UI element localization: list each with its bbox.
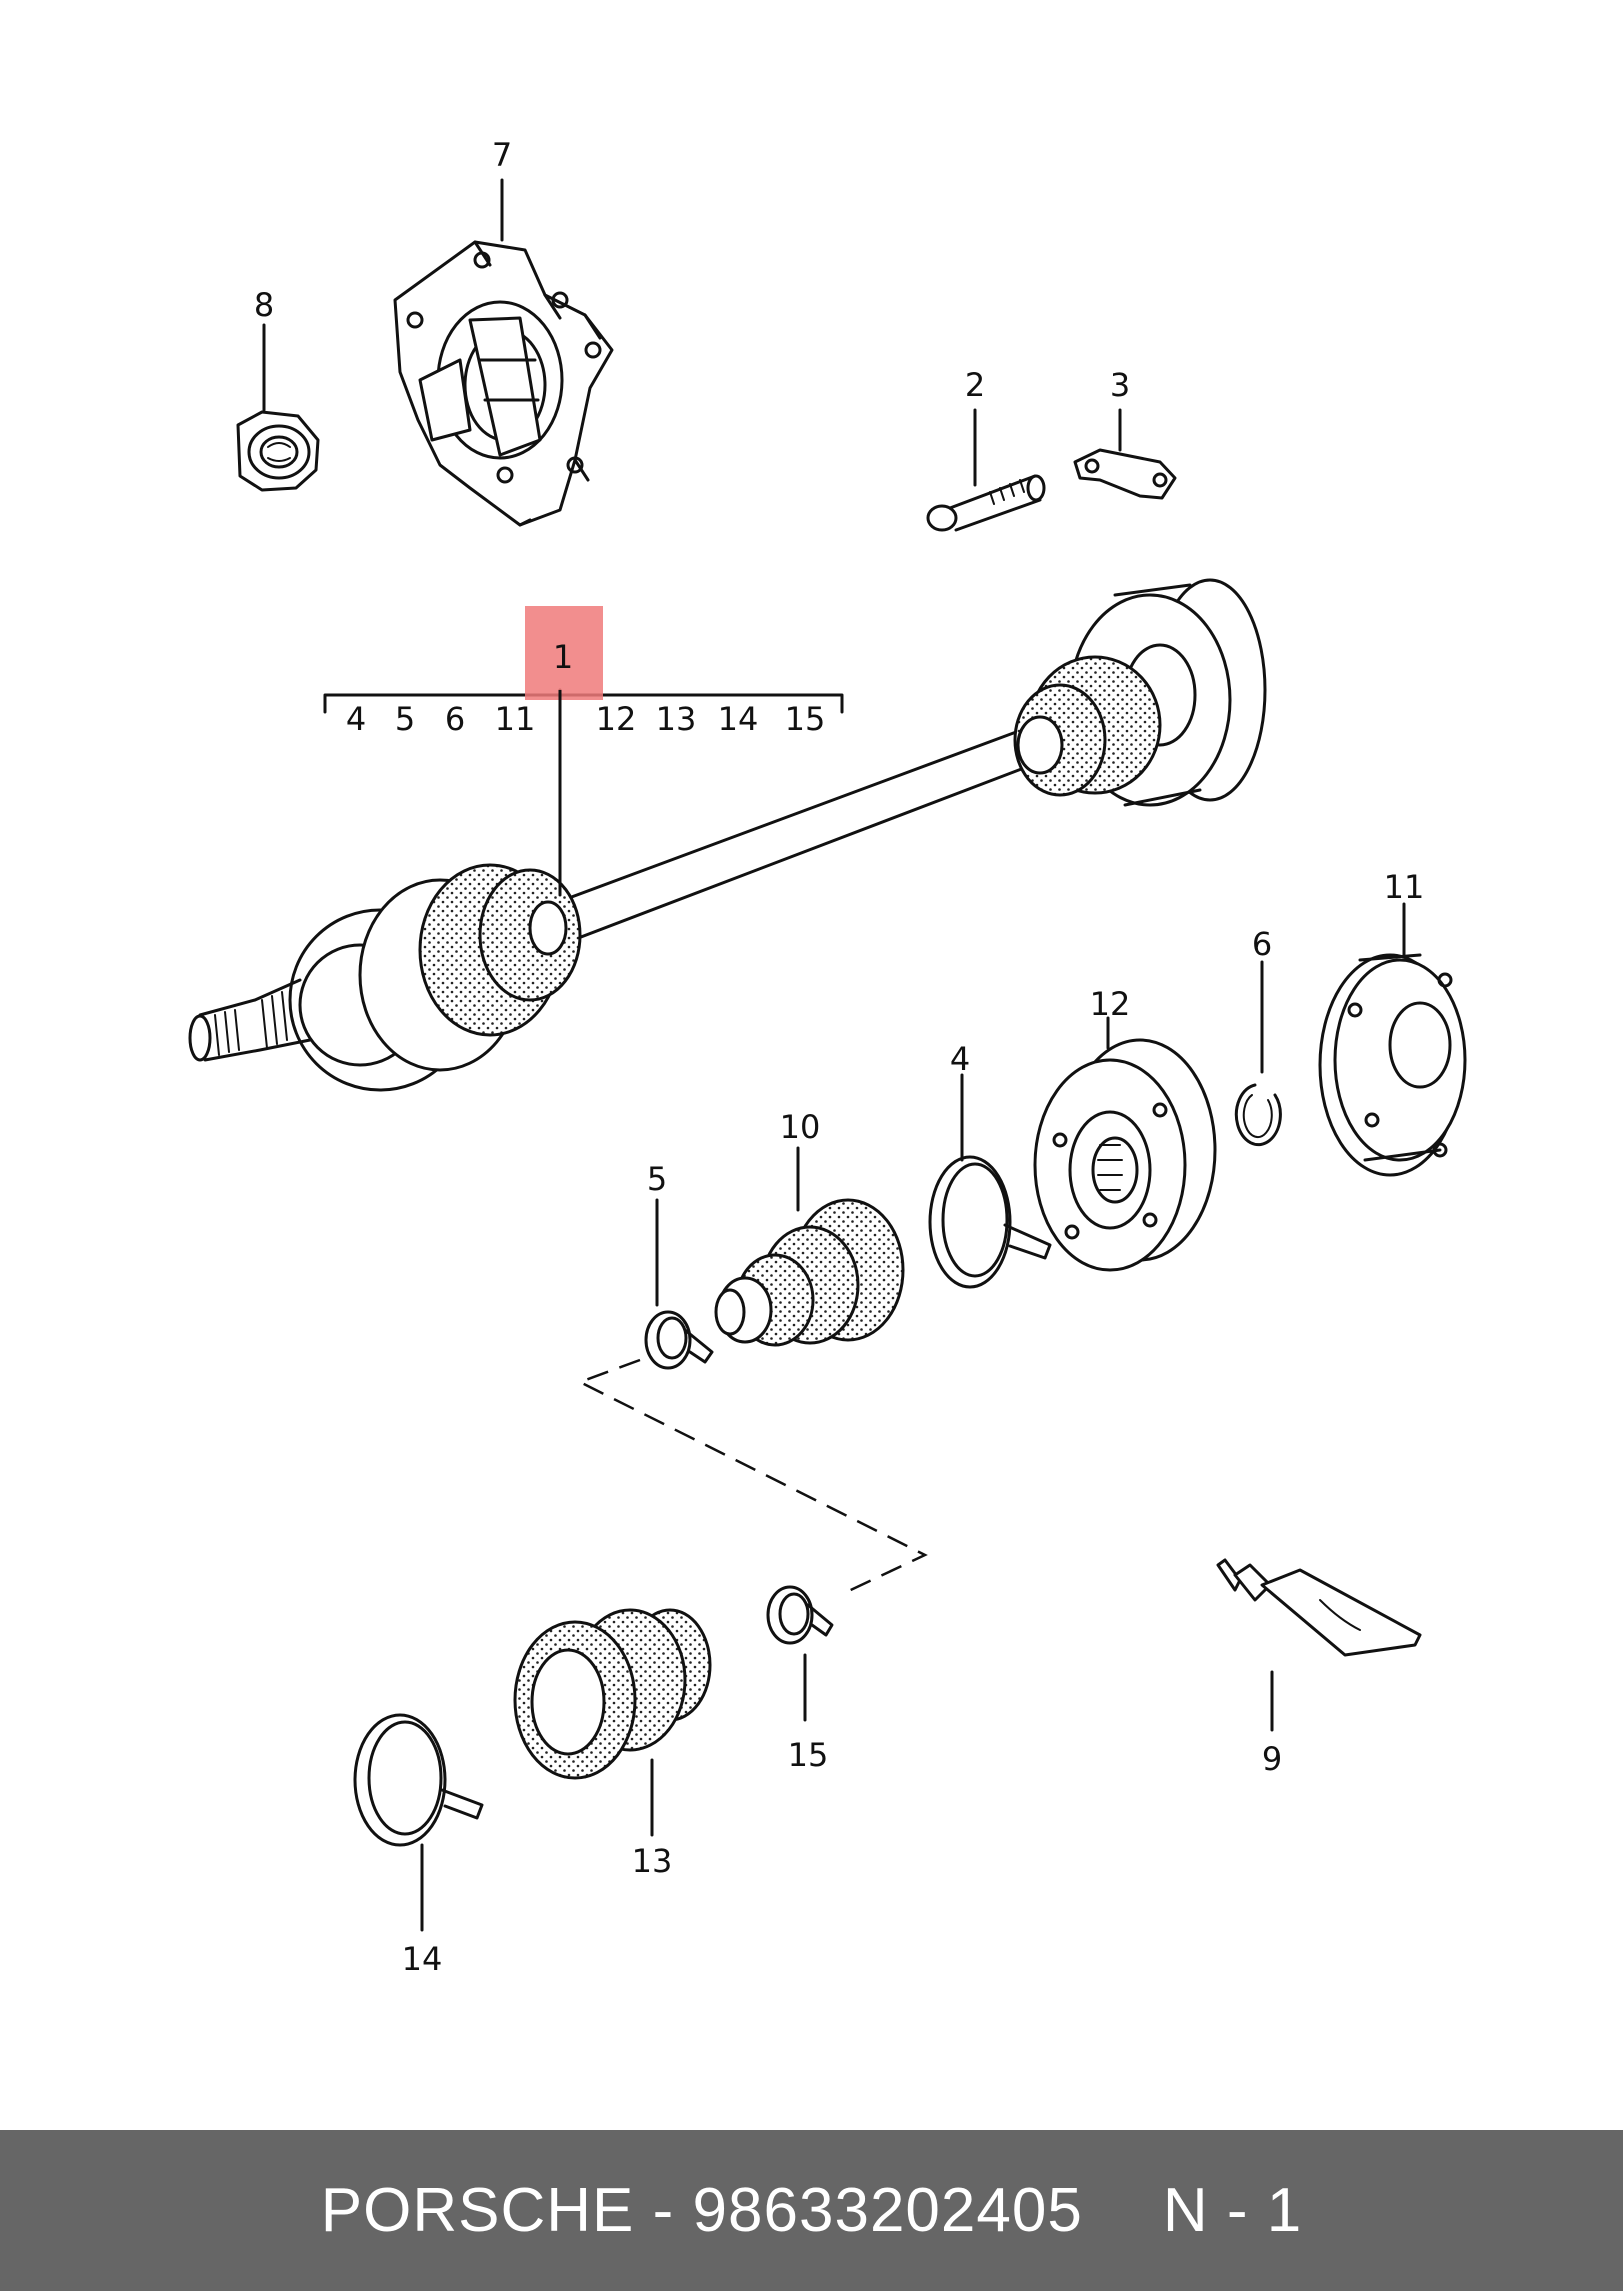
callout-2: 2 (965, 366, 985, 404)
bracket-item: 4 (346, 700, 366, 738)
separator: - (652, 2176, 675, 2245)
exploded-parts-diagram: 1 2 3 4 5 6 7 8 9 10 11 12 13 14 15 4 5 … (188, 136, 1467, 1978)
part-number: 98633202405 (692, 2176, 1083, 2245)
grease-tube-part-9 (1216, 1558, 1422, 1657)
callout-10: 10 (780, 1108, 821, 1146)
callout-1: 1 (553, 638, 573, 676)
boot-part-10 (714, 1198, 905, 1347)
clamp-part-14 (353, 1713, 484, 1847)
bracket-item: 12 (596, 700, 637, 738)
bracket-item: 13 (656, 700, 697, 738)
bracket-item: 15 (785, 700, 826, 738)
bracket-item: 6 (445, 700, 465, 738)
brand-name: PORSCHE (320, 2176, 635, 2245)
boot-part-13 (513, 1608, 712, 1780)
callout-13: 13 (632, 1842, 673, 1880)
position-code: N - 1 (1162, 2176, 1303, 2245)
callout-7: 7 (492, 136, 512, 174)
callout-14: 14 (402, 1940, 443, 1978)
callout-8: 8 (254, 286, 274, 324)
highlight-box (525, 606, 603, 700)
callout-9: 9 (1262, 1740, 1282, 1778)
flange-part-7 (393, 240, 614, 527)
callout-5: 5 (647, 1160, 667, 1198)
footer-bar: PORSCHE - 98633202405 N - 1 (0, 2130, 1623, 2291)
callout-3: 3 (1110, 366, 1130, 404)
clamp-part-15 (766, 1585, 834, 1645)
cover-part-11 (1318, 953, 1467, 1177)
bracket-item: 14 (718, 700, 759, 738)
bolt-part-2 (926, 474, 1046, 532)
callout-11: 11 (1384, 868, 1425, 906)
clamp-part-4 (928, 1155, 1052, 1289)
nut-part-8 (236, 410, 320, 492)
callout-15: 15 (788, 1736, 829, 1774)
drive-shaft-part-1 (188, 578, 1267, 1092)
callout-6: 6 (1252, 925, 1272, 963)
circlip-part-6 (1234, 1083, 1282, 1147)
callout-4: 4 (950, 1040, 970, 1078)
bracket-item: 11 (495, 700, 536, 738)
bracket-item: 5 (395, 700, 415, 738)
clamp-part-5 (644, 1310, 714, 1370)
callout-12: 12 (1090, 985, 1131, 1023)
dashed-connector (576, 1358, 928, 1597)
cv-joint-part-12 (1033, 1038, 1217, 1272)
plate-part-3 (1073, 448, 1177, 500)
